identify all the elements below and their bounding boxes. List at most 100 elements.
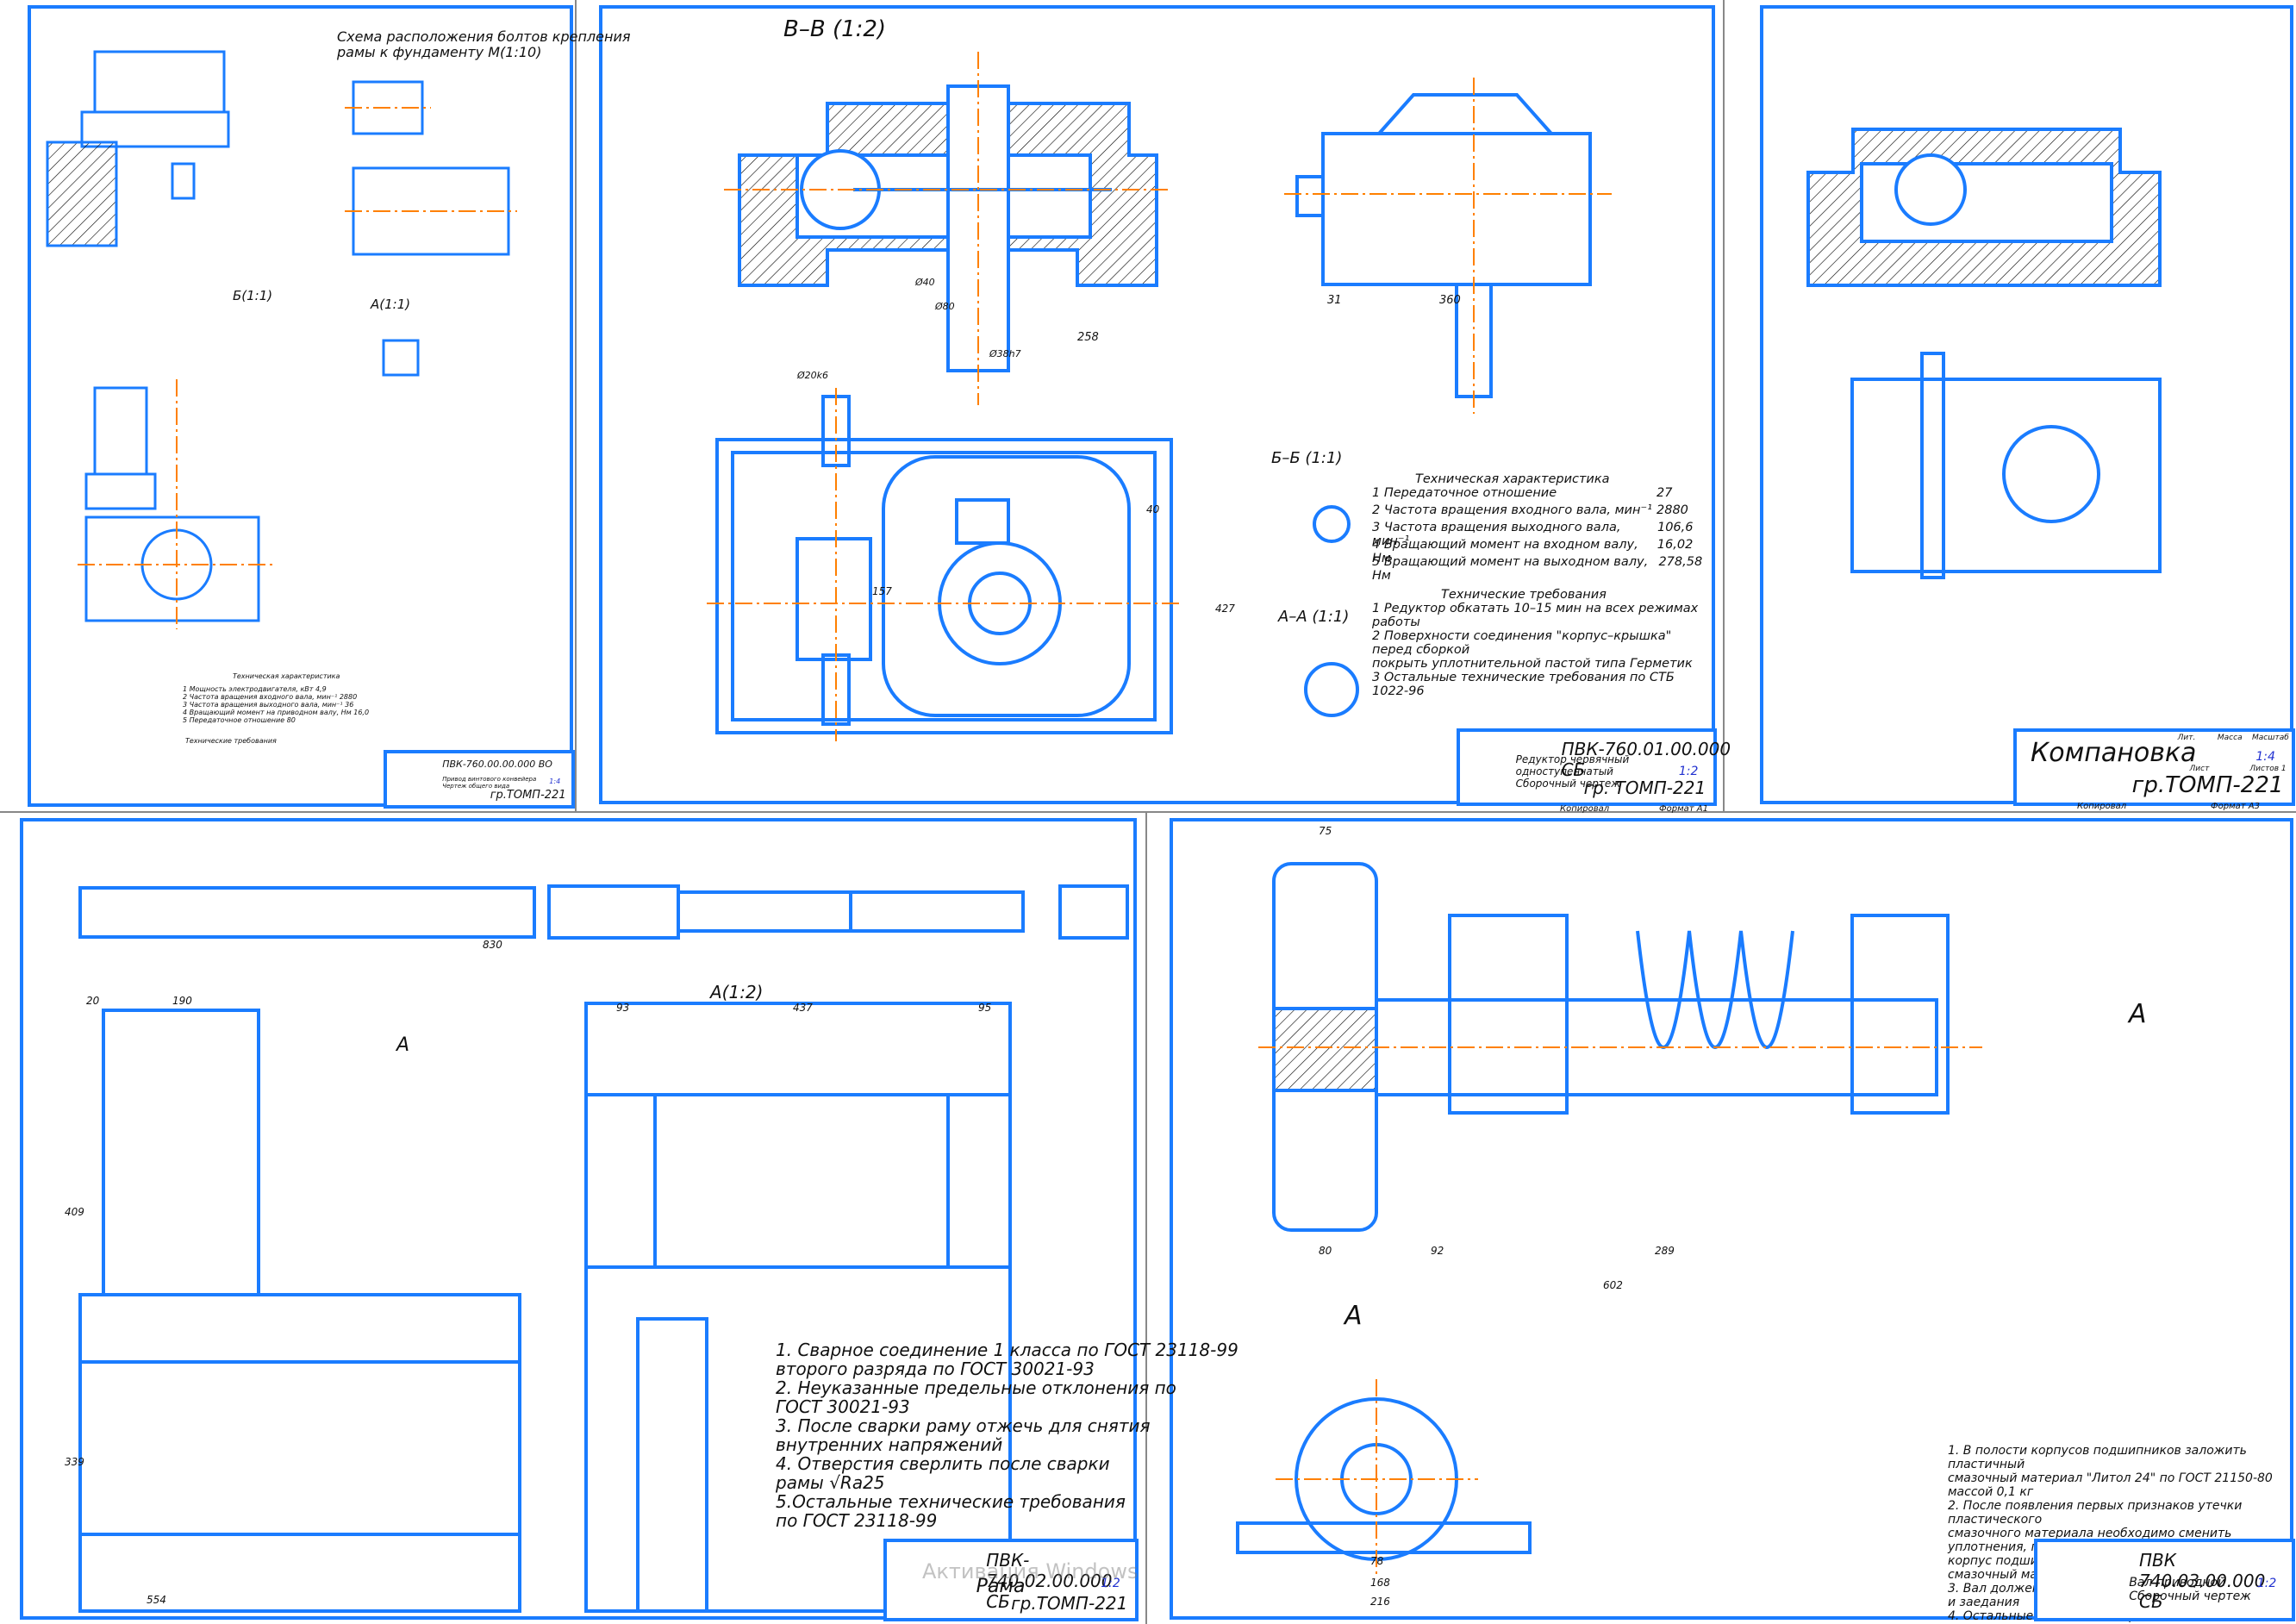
req-line: 2 Поверхности соединения "корпус–крышка"… [1372, 629, 1672, 657]
dim-80: Ø80 [935, 301, 955, 312]
sheet1-frame [28, 5, 573, 807]
tech-header: Техническая характеристика [1415, 472, 1610, 486]
tech-value: 278,58 [1658, 555, 1703, 569]
dim-width: 360 [1439, 294, 1461, 307]
note-line: 2. Неуказанные предельные отклонения по [776, 1377, 1176, 1398]
drawing-name: Компановка [2030, 738, 2197, 769]
dim-40b: 40 [1146, 503, 1160, 515]
tech-label: 1 Передаточное отношение [1372, 486, 1557, 500]
tech-value: 27 [1656, 486, 1673, 500]
sheet2-section-title: В–В (1:2) [783, 16, 887, 42]
drawing-scale: 1:2 [1101, 1577, 1120, 1591]
sheet1-section-b-label: Б(1:1) [233, 288, 273, 303]
tech-line: 2 Частота вращения входного вала, мин⁻¹ … [183, 693, 358, 701]
sheet4-frame-views [78, 884, 1129, 1613]
tech-row: 3 Частота вращения выходного вала, мин⁻¹… [1372, 521, 1708, 548]
dim-289: 289 [1655, 1245, 1675, 1257]
tech-line: 3 Частота вращения выходного вала, мин⁻¹… [183, 701, 354, 709]
sheet1-req-header: Технические требования [185, 737, 277, 745]
note-line: 5.Остальные технические требования [776, 1491, 1126, 1512]
sheet2-title-block: ПВК-760.01.00.000 СБ Редуктор червячный … [1457, 728, 1731, 806]
sheet2-section-aa: А–А (1:1) [1278, 608, 1350, 626]
tech-label: 3 Частота вращения выходного вала, мин⁻¹ [1372, 521, 1621, 548]
drawing-code: ПВК-760.01.00.000 СБ [1561, 739, 1731, 781]
sheet2-frame [599, 5, 1715, 804]
tech-line: 4 Вращающий момент на приводном валу, Нм… [183, 709, 370, 716]
sheet4-arrow-a: А [396, 1034, 410, 1056]
dim-216: 216 [1370, 1596, 1390, 1608]
dim-20: 20 [86, 995, 100, 1007]
dim-input-shaft: Ø20k6 [797, 370, 829, 381]
note-line: 4. Отверстия сверлить после сварки [776, 1453, 1110, 1474]
dim-95: 95 [978, 1002, 992, 1014]
dim-190: 190 [172, 995, 192, 1007]
dim-437: 437 [793, 1002, 813, 1014]
dim-602: 602 [1603, 1279, 1623, 1291]
dim-427: 427 [1215, 603, 1235, 615]
sheet4-title-block: ПВК- 740.02.00.000 СБ Рама 1:2 гр.ТОМП-2… [883, 1539, 1139, 1621]
dim-40: Ø40 [915, 277, 935, 288]
dim-554: 554 [147, 1594, 166, 1606]
sheet3-title-block: Компановка Лит. Масса Масштаб 1:4 Лист Л… [2013, 728, 2295, 806]
drawing-name: Вал приводной Сборочный чертеж [2129, 1575, 2251, 1603]
drawing-group: гр. ТОМП-221 [1583, 778, 1706, 799]
sheet5-view-a-label: А [1345, 1301, 1363, 1331]
dim-78: 78 [1370, 1555, 1384, 1567]
tech-label: 4 Вращающий момент на входном валу, Нм [1372, 538, 1638, 565]
drawing-code: ПВК-760.00.00.000 ВО [442, 759, 552, 770]
tech-value: 2880 [1656, 503, 1688, 517]
tech-label: 5 Вращающий момент на выходном валу, Нм [1372, 555, 1649, 583]
dim-shaft: Ø38h7 [989, 348, 1021, 359]
drawing-name: Редуктор червячный одноступенчатый Сборо… [1515, 753, 1630, 790]
req-line: покрыть уплотнительной пастой типа Герме… [1372, 657, 1693, 671]
sheet3-frame [1760, 5, 2293, 804]
sheet3-layout-views [1806, 128, 2162, 579]
note-line: 2. После появления первых признаков утеч… [1948, 1499, 2243, 1527]
dim-157: 157 [872, 585, 892, 597]
sheet1-title-block: ПВК-760.00.00.000 ВО Привод винтового ко… [384, 750, 575, 809]
sheet1-bolt-scheme-title: Схема расположения болтов крепления рамы… [337, 28, 631, 61]
drawing-code: ПВК- 740.02.00.000 СБ [986, 1549, 1113, 1612]
req-line: 1 Редуктор обкатать 10–15 мин на всех ре… [1372, 602, 1699, 629]
drawing-code: ПВК 740.03.00.000 СБ [2139, 1549, 2266, 1612]
note-line: по ГОСТ 23118-99 [776, 1510, 938, 1531]
tech-row: 4 Вращающий момент на входном валу, Нм 16… [1372, 538, 1708, 565]
dim-93: 93 [616, 1002, 630, 1014]
sheet4-view-a: А(1:2) [710, 982, 764, 1003]
sheet2-section-bb: Б–Б (1:1) [1271, 449, 1343, 467]
note-line: рамы √Ra25 [776, 1472, 885, 1493]
drawing-scale: 1:2 [1678, 764, 1699, 778]
sheet5-frame [1170, 818, 2293, 1620]
tech-value: 16,02 [1656, 538, 1694, 552]
lit-label: Лит. [2177, 733, 2196, 742]
sheet4-frame [20, 818, 1137, 1620]
tech-row: 5 Вращающий момент на выходном валу, Нм 2… [1372, 555, 1708, 583]
footer-format: Формат А3 [2211, 802, 2260, 811]
mass-label: Масса [2217, 733, 2243, 742]
note-line: внутренних напряжений [776, 1434, 1003, 1455]
dim-80: 80 [1319, 1245, 1332, 1257]
sheet1-tech-header: Техническая характеристика [233, 672, 340, 680]
dim-830: 830 [483, 939, 502, 951]
drawing-group: гр.ТОМП-221 [490, 789, 566, 803]
note-line: 1. В полости корпусов подшипников заложи… [1948, 1444, 2247, 1471]
sheet-label: Лист [2189, 764, 2210, 773]
tech-value: 106,6 [1656, 521, 1694, 534]
note-line: смазочный материал "Литол 24" по ГОСТ 21… [1948, 1471, 2273, 1499]
dim-168: 168 [1370, 1577, 1390, 1589]
scale-label: Масштаб [2252, 733, 2289, 742]
sheet1-section-a-label: А(1:1) [371, 297, 411, 312]
sheet5-arrow-a: А [2129, 999, 2147, 1029]
footer-copied: Копировал [2077, 802, 2127, 811]
sheet1-tech-list: 1 Мощность электродвигателя, кВт 4,9 2 Ч… [183, 685, 369, 724]
sheet5-shaft-assembly [1236, 862, 1950, 1561]
dim-339: 339 [65, 1456, 84, 1468]
drawing-name: Рама [976, 1575, 1026, 1597]
windows-activation-watermark: Активация Windows [922, 1559, 1139, 1583]
note-line: второго разряда по ГОСТ 30021-93 [776, 1359, 1095, 1379]
drawing-scale: 1:4 [549, 777, 561, 785]
req-header: Технические требования [1441, 588, 1607, 602]
